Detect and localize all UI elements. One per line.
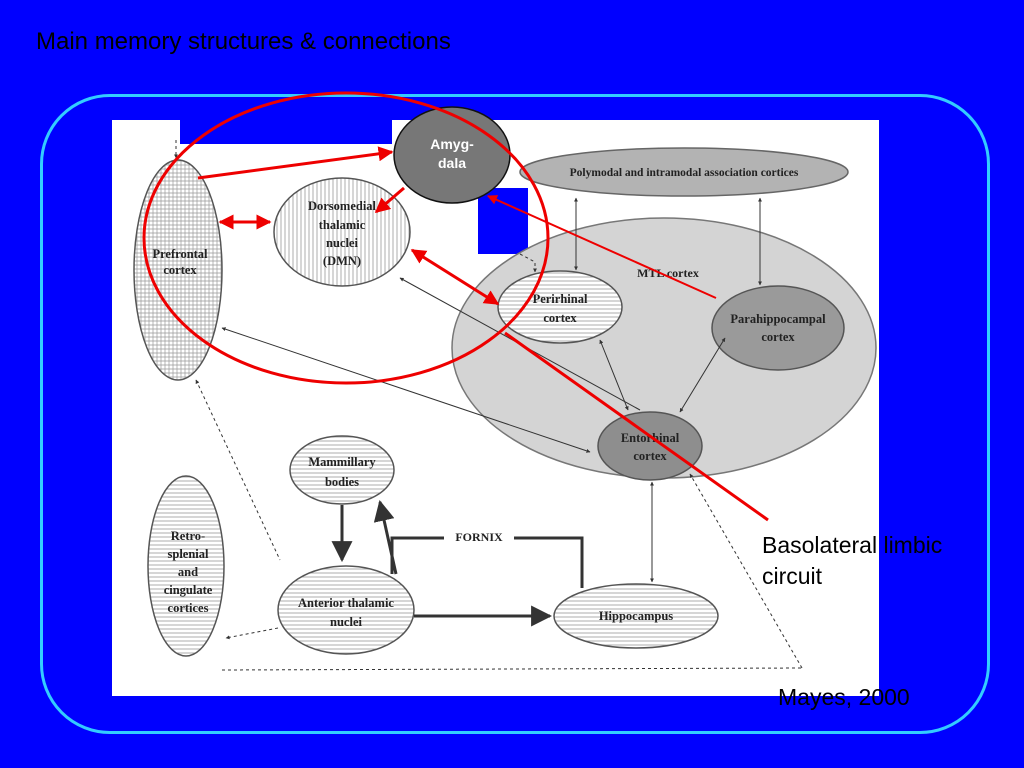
amygdala-label-2: dala bbox=[438, 155, 466, 171]
fornix-label-bg bbox=[444, 528, 514, 546]
retrosplenial-label-4: cingulate bbox=[164, 583, 213, 597]
dmn-label-2: thalamic bbox=[319, 218, 366, 232]
prefrontal-label-1: Prefrontal bbox=[152, 247, 208, 261]
anterior-thalamic-node bbox=[277, 565, 415, 655]
anterior-thalamic-label-1: Anterior thalamic bbox=[298, 596, 394, 610]
entorhinal-node bbox=[597, 411, 703, 481]
mammillary-label-1: Mammillary bbox=[308, 455, 376, 469]
rounded-frame bbox=[40, 94, 990, 734]
perirhinal-node bbox=[497, 270, 623, 344]
slide-title: Main memory structures & connections bbox=[36, 28, 451, 55]
caption-line-1: Basolateral limbic bbox=[762, 532, 943, 558]
prefrontal-label-2: cortex bbox=[163, 263, 197, 277]
perirhinal-label-1: Perirhinal bbox=[533, 292, 588, 306]
amygdala-label-1: Amyg- bbox=[430, 136, 474, 152]
polymodal-label: Polymodal and intramodal association cor… bbox=[570, 167, 799, 179]
blue-patch-side bbox=[478, 188, 528, 254]
anterior-thalamic-label-2: nuclei bbox=[330, 615, 362, 629]
prefrontal-node bbox=[133, 159, 223, 381]
retrosplenial-label-2: splenial bbox=[168, 547, 210, 561]
polymodal-node bbox=[519, 147, 849, 197]
caption-line-2: circuit bbox=[762, 563, 823, 589]
parahippocampal-label-1: Parahippocampal bbox=[730, 312, 826, 326]
mammillary-node bbox=[289, 435, 395, 505]
hippocampus-node bbox=[553, 583, 719, 649]
red-highlight-circle bbox=[142, 91, 550, 385]
parahippocampal-node bbox=[711, 285, 845, 371]
dmn-node bbox=[273, 177, 411, 287]
red-arrows bbox=[197, 146, 769, 522]
entorhinal-label-2: cortex bbox=[633, 449, 667, 463]
mammillary-label-2: bodies bbox=[325, 475, 359, 489]
dmn-label-4: (DMN) bbox=[323, 254, 361, 268]
hippocampus-label: Hippocampus bbox=[599, 609, 673, 623]
retrosplenial-label-3: and bbox=[178, 565, 198, 579]
perirhinal-label-2: cortex bbox=[543, 311, 577, 325]
retrosplenial-label-1: Retro- bbox=[171, 529, 205, 543]
source-credit: Mayes, 2000 bbox=[778, 684, 910, 710]
mtl-cortex-label: MTL cortex bbox=[637, 266, 699, 280]
retrosplenial-node bbox=[147, 475, 225, 657]
circuit-caption: Basolateral limbic circuit bbox=[762, 530, 942, 592]
dmn-label-3: nuclei bbox=[326, 236, 358, 250]
fornix-label: FORNIX bbox=[455, 530, 503, 544]
parahippocampal-label-2: cortex bbox=[761, 330, 795, 344]
blue-patch-top bbox=[180, 120, 392, 144]
dmn-label-1: Dorsomedial bbox=[308, 199, 377, 213]
retrosplenial-label-5: cortices bbox=[168, 601, 209, 615]
